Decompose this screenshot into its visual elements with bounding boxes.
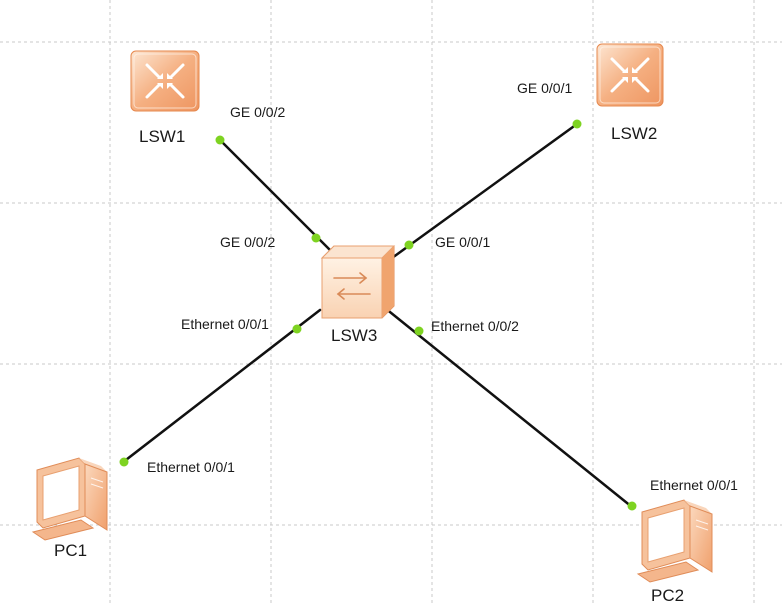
- port-label-pc2-eth001: Ethernet 0/0/1: [650, 477, 738, 493]
- link-lsw2-lsw3[interactable]: [390, 122, 579, 260]
- port-label-lsw3-ge001: GE 0/0/1: [435, 234, 491, 250]
- port-label-pc1-eth001: Ethernet 0/0/1: [147, 459, 235, 475]
- port-label-lsw3-eth001: Ethernet 0/0/1: [181, 316, 269, 332]
- device-label-pc1: PC1: [54, 541, 88, 560]
- router-switch-icon[interactable]: [130, 50, 200, 112]
- pc-icon[interactable]: [31, 457, 108, 541]
- device-label-pc2: PC2: [651, 586, 685, 605]
- port-label-lsw3-eth002: Ethernet 0/0/2: [431, 318, 519, 334]
- port-label-lsw2-ge001: GE 0/0/1: [517, 80, 573, 96]
- port-label-lsw1-ge002: GE 0/0/2: [230, 104, 286, 120]
- port-dot-lsw3-eth002: [414, 326, 424, 336]
- port-dot-lsw1-ge002: [215, 135, 225, 145]
- device-label-lsw3: LSW3: [331, 326, 378, 345]
- switch-icon[interactable]: [320, 245, 396, 319]
- port-dot-lsw2-ge001: [572, 119, 582, 129]
- port-dot-pc2-eth001: [627, 501, 637, 511]
- port-label-lsw3-ge002: GE 0/0/2: [220, 234, 276, 250]
- pc-icon[interactable]: [636, 499, 713, 583]
- device-label-lsw1: LSW1: [139, 127, 186, 146]
- port-dot-lsw3-ge001: [404, 240, 414, 250]
- router-switch-icon[interactable]: [596, 43, 664, 107]
- port-dot-lsw3-eth001: [292, 324, 302, 334]
- links: [120, 122, 634, 509]
- device-label-lsw2: LSW2: [611, 124, 658, 143]
- port-dot-lsw3-ge002: [311, 233, 321, 243]
- link-lsw1-lsw3[interactable]: [218, 138, 332, 252]
- link-lsw3-pc2[interactable]: [383, 306, 634, 509]
- port-dot-pc1-eth001: [119, 457, 129, 467]
- link-lsw3-pc1[interactable]: [120, 308, 322, 465]
- port-dots: [119, 119, 637, 511]
